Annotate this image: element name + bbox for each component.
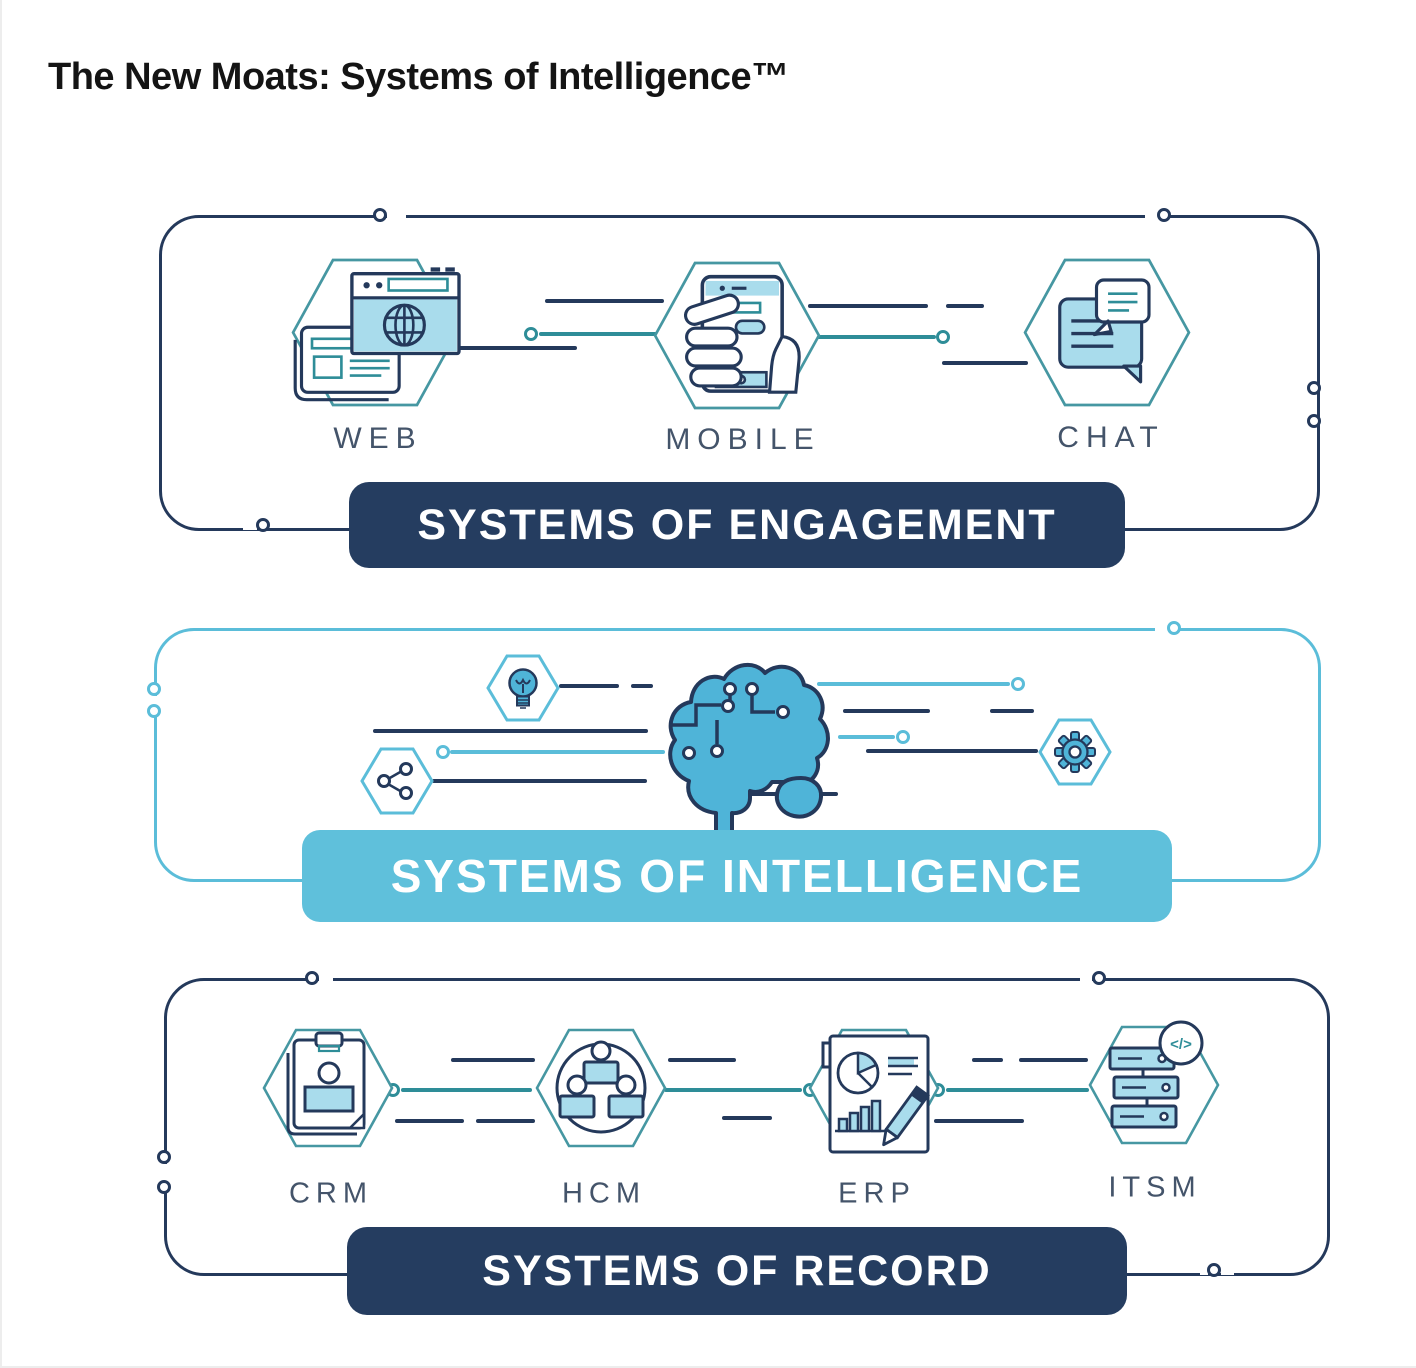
circuit-line	[843, 709, 930, 713]
circuit-node-icon	[1207, 1263, 1221, 1277]
lightbulb-icon	[483, 651, 563, 725]
circuit-node-icon	[936, 330, 950, 344]
hex-label-itsm: ITSM	[1108, 1171, 1202, 1204]
server-stack-code-icon: </>	[1069, 1010, 1239, 1160]
circuit-line	[664, 1088, 802, 1092]
circuit-node-icon	[305, 971, 319, 985]
circuit-line	[401, 1088, 532, 1092]
circuit-node-icon	[373, 208, 387, 222]
circuit-node-icon	[1157, 208, 1171, 222]
hex-label-chat: CHAT	[1057, 421, 1165, 454]
circuit-line	[866, 749, 1038, 753]
hex-label-erp: ERP	[838, 1177, 916, 1210]
circuit-node-icon	[1011, 677, 1025, 691]
circuit-line	[942, 361, 1028, 365]
border-gap	[1145, 211, 1158, 220]
clipboard-contact-icon	[243, 1013, 413, 1163]
chat-bubbles-icon	[1002, 243, 1212, 422]
circuit-line	[946, 1088, 1089, 1092]
hex-label-mobile: MOBILE	[665, 423, 821, 456]
page-title: The New Moats: Systems of Intelligence™	[48, 56, 789, 98]
circuit-line	[539, 332, 657, 336]
circuit-line	[990, 709, 1034, 713]
border-gap	[387, 211, 406, 220]
circuit-line	[817, 682, 1010, 686]
circuit-line	[432, 779, 647, 783]
hand-holding-phone-icon	[632, 246, 842, 425]
circuit-node-icon	[1167, 621, 1181, 635]
circuit-line	[934, 1119, 1024, 1123]
circuit-node-icon	[436, 745, 450, 759]
gear-icon	[1035, 715, 1115, 789]
circuit-line	[1019, 1058, 1088, 1062]
border-gap	[1200, 1266, 1208, 1275]
circuit-node-icon	[524, 327, 538, 341]
circuit-line	[668, 1058, 736, 1062]
border-gap	[1221, 1266, 1234, 1275]
border-gap	[160, 1164, 170, 1181]
circuit-line	[450, 750, 665, 754]
circuit-line	[972, 1058, 1003, 1062]
circuit-node-icon	[1307, 381, 1321, 395]
circuit-line	[946, 304, 984, 308]
circuit-node-icon	[157, 1180, 171, 1194]
circuit-node-icon	[147, 682, 161, 696]
circuit-line	[395, 1119, 464, 1123]
circuit-node-icon	[1307, 414, 1321, 428]
border-gap	[1080, 974, 1092, 983]
hex-label-web: WEB	[333, 422, 423, 455]
circuit-line	[457, 346, 577, 350]
circuit-line	[545, 299, 664, 303]
document-charts-pen-icon	[789, 1013, 959, 1163]
brain-circuit-icon	[650, 650, 850, 850]
circuit-node-icon	[256, 518, 270, 532]
engagement-banner: SYSTEMS OF ENGAGEMENT	[349, 482, 1125, 568]
hex-label-crm: CRM	[288, 1177, 374, 1210]
circuit-line	[814, 335, 936, 339]
circuit-line	[451, 1058, 535, 1062]
share-nodes-icon	[357, 744, 437, 818]
circuit-line	[373, 729, 648, 733]
circuit-node-icon	[896, 730, 910, 744]
code-badge-text: </>	[1170, 1036, 1192, 1053]
circuit-line	[838, 735, 895, 739]
hex-label-hcm: HCM	[561, 1177, 647, 1210]
circuit-node-icon	[147, 704, 161, 718]
circuit-line	[631, 684, 653, 688]
circuit-line	[476, 1119, 535, 1123]
circuit-node-icon	[157, 1150, 171, 1164]
border-gap	[243, 521, 257, 530]
border-gap	[1155, 624, 1168, 633]
circuit-line	[722, 1116, 772, 1120]
border-gap	[319, 974, 333, 983]
intelligence-banner: SYSTEMS OF INTELLIGENCE	[302, 830, 1172, 922]
circuit-node-icon	[1092, 971, 1106, 985]
people-group-icon	[516, 1013, 686, 1163]
circuit-line	[559, 684, 619, 688]
border-gap	[150, 696, 160, 705]
web-browser-globe-icon	[270, 243, 480, 422]
border-gap	[1307, 395, 1317, 415]
circuit-line	[808, 304, 928, 308]
record-banner: SYSTEMS OF RECORD	[347, 1227, 1127, 1315]
